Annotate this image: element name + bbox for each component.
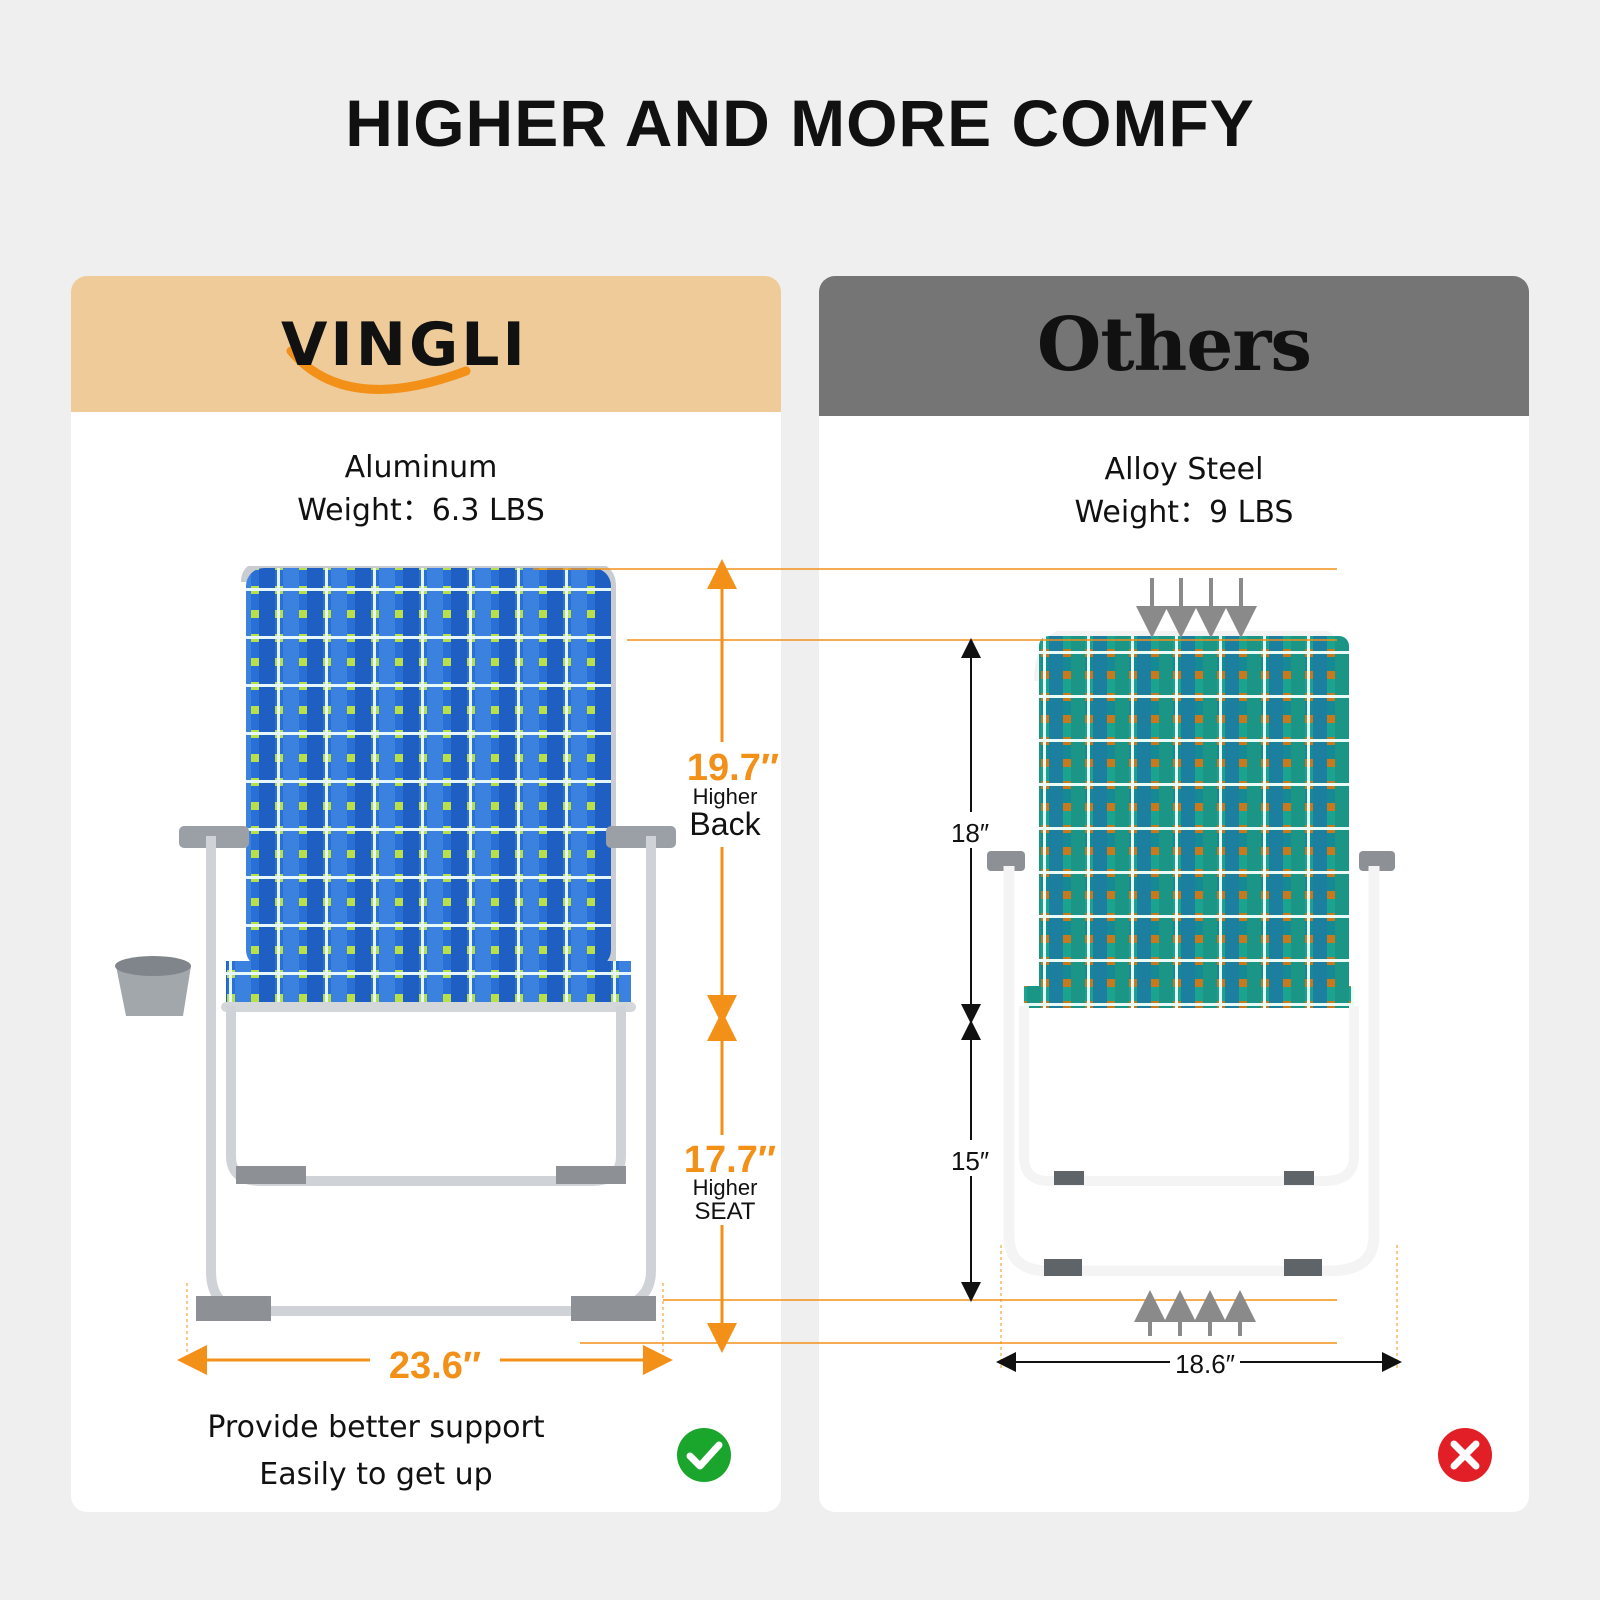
others-card-header: Others (819, 276, 1529, 416)
vingli-spec: Aluminum Weight：6.3 LBS (71, 446, 776, 532)
vingli-card-header: VINGLI (71, 276, 781, 412)
check-circle-icon (677, 1428, 731, 1482)
vingli-material: Aluminum (344, 450, 498, 485)
benefit-line-get-up: Easily to get up (259, 1457, 493, 1492)
vingli-weight: Weight：6.3 LBS (297, 493, 545, 528)
others-spec: Alloy Steel Weight：9 LBS (829, 448, 1529, 534)
vingli-logo-swoosh-icon (286, 346, 471, 394)
benefit-line-support: Provide better support (207, 1410, 545, 1445)
vingli-logo: VINGLI (281, 310, 528, 380)
others-chair-image (987, 631, 1395, 1276)
page-title: HIGHER AND MORE COMFY (345, 86, 1255, 160)
others-material: Alloy Steel (1104, 452, 1264, 487)
others-card: Others Alloy Steel Weight：9 LBS (819, 276, 1529, 1512)
vingli-chair-image (115, 566, 676, 1321)
vingli-card: VINGLI Aluminum Weight：6.3 LBS (71, 276, 781, 1512)
x-circle-icon (1438, 1428, 1492, 1482)
others-weight: Weight：9 LBS (1074, 495, 1294, 530)
vingli-benefits: Provide better support Easily to get up (196, 1404, 556, 1498)
others-title: Others (1036, 302, 1312, 388)
